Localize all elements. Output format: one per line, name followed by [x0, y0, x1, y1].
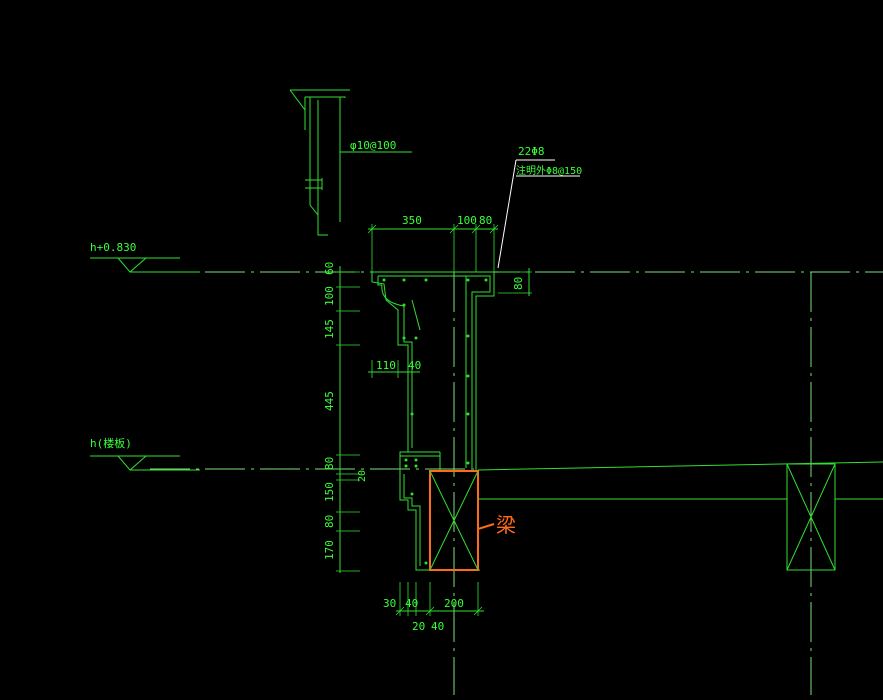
bottom-dimension [395, 582, 484, 616]
level-mark-slab [90, 455, 200, 471]
dim-bottom-40a: 40 [405, 597, 418, 610]
top-dimension [367, 224, 499, 272]
rebar-detail [289, 89, 412, 236]
rebar-spacing-text: φ10@100 [350, 139, 396, 152]
dim-left-20: 20 [357, 470, 368, 482]
dim-right-80: 80 [512, 277, 525, 290]
slab [477, 461, 883, 500]
dim-bottom-20: 20 [412, 620, 425, 633]
right-dimension [498, 268, 532, 296]
beam-highlight [429, 470, 495, 571]
right-beam [786, 463, 836, 571]
dim-mid-110: 110 [376, 359, 396, 372]
rebar-dots [382, 278, 488, 565]
rebar-leader [497, 159, 580, 269]
dim-bottom-200: 200 [444, 597, 464, 610]
dim-left-145: 145 [323, 319, 336, 339]
level-mark-top [90, 257, 200, 273]
dim-bottom-40b: 40 [431, 620, 444, 633]
dim-80: 80 [479, 214, 492, 227]
dim-left-80a: 80 [323, 457, 336, 470]
rebar-stirrup-text: 注明外Φ8@150 [516, 164, 582, 177]
dim-left-80b: 80 [323, 515, 336, 528]
dim-left-445: 445 [323, 391, 336, 411]
dim-left-150: 150 [323, 482, 336, 502]
dim-left-100: 100 [323, 286, 336, 306]
left-dimension [336, 266, 360, 573]
level-top-text: h+0.830 [90, 241, 136, 254]
dim-left-170: 170 [323, 540, 336, 560]
dim-left-60: 60 [323, 262, 336, 275]
level-slab-text: h(楼板) [90, 436, 132, 450]
dim-100: 100 [457, 214, 477, 227]
section-outline [371, 271, 495, 571]
rebar-top-text: 22Φ8 [518, 145, 545, 158]
dim-mid-40: 40 [408, 359, 421, 372]
dim-bottom-30: 30 [383, 597, 396, 610]
dim-350: 350 [402, 214, 422, 227]
beam-label: 梁 [496, 513, 516, 537]
